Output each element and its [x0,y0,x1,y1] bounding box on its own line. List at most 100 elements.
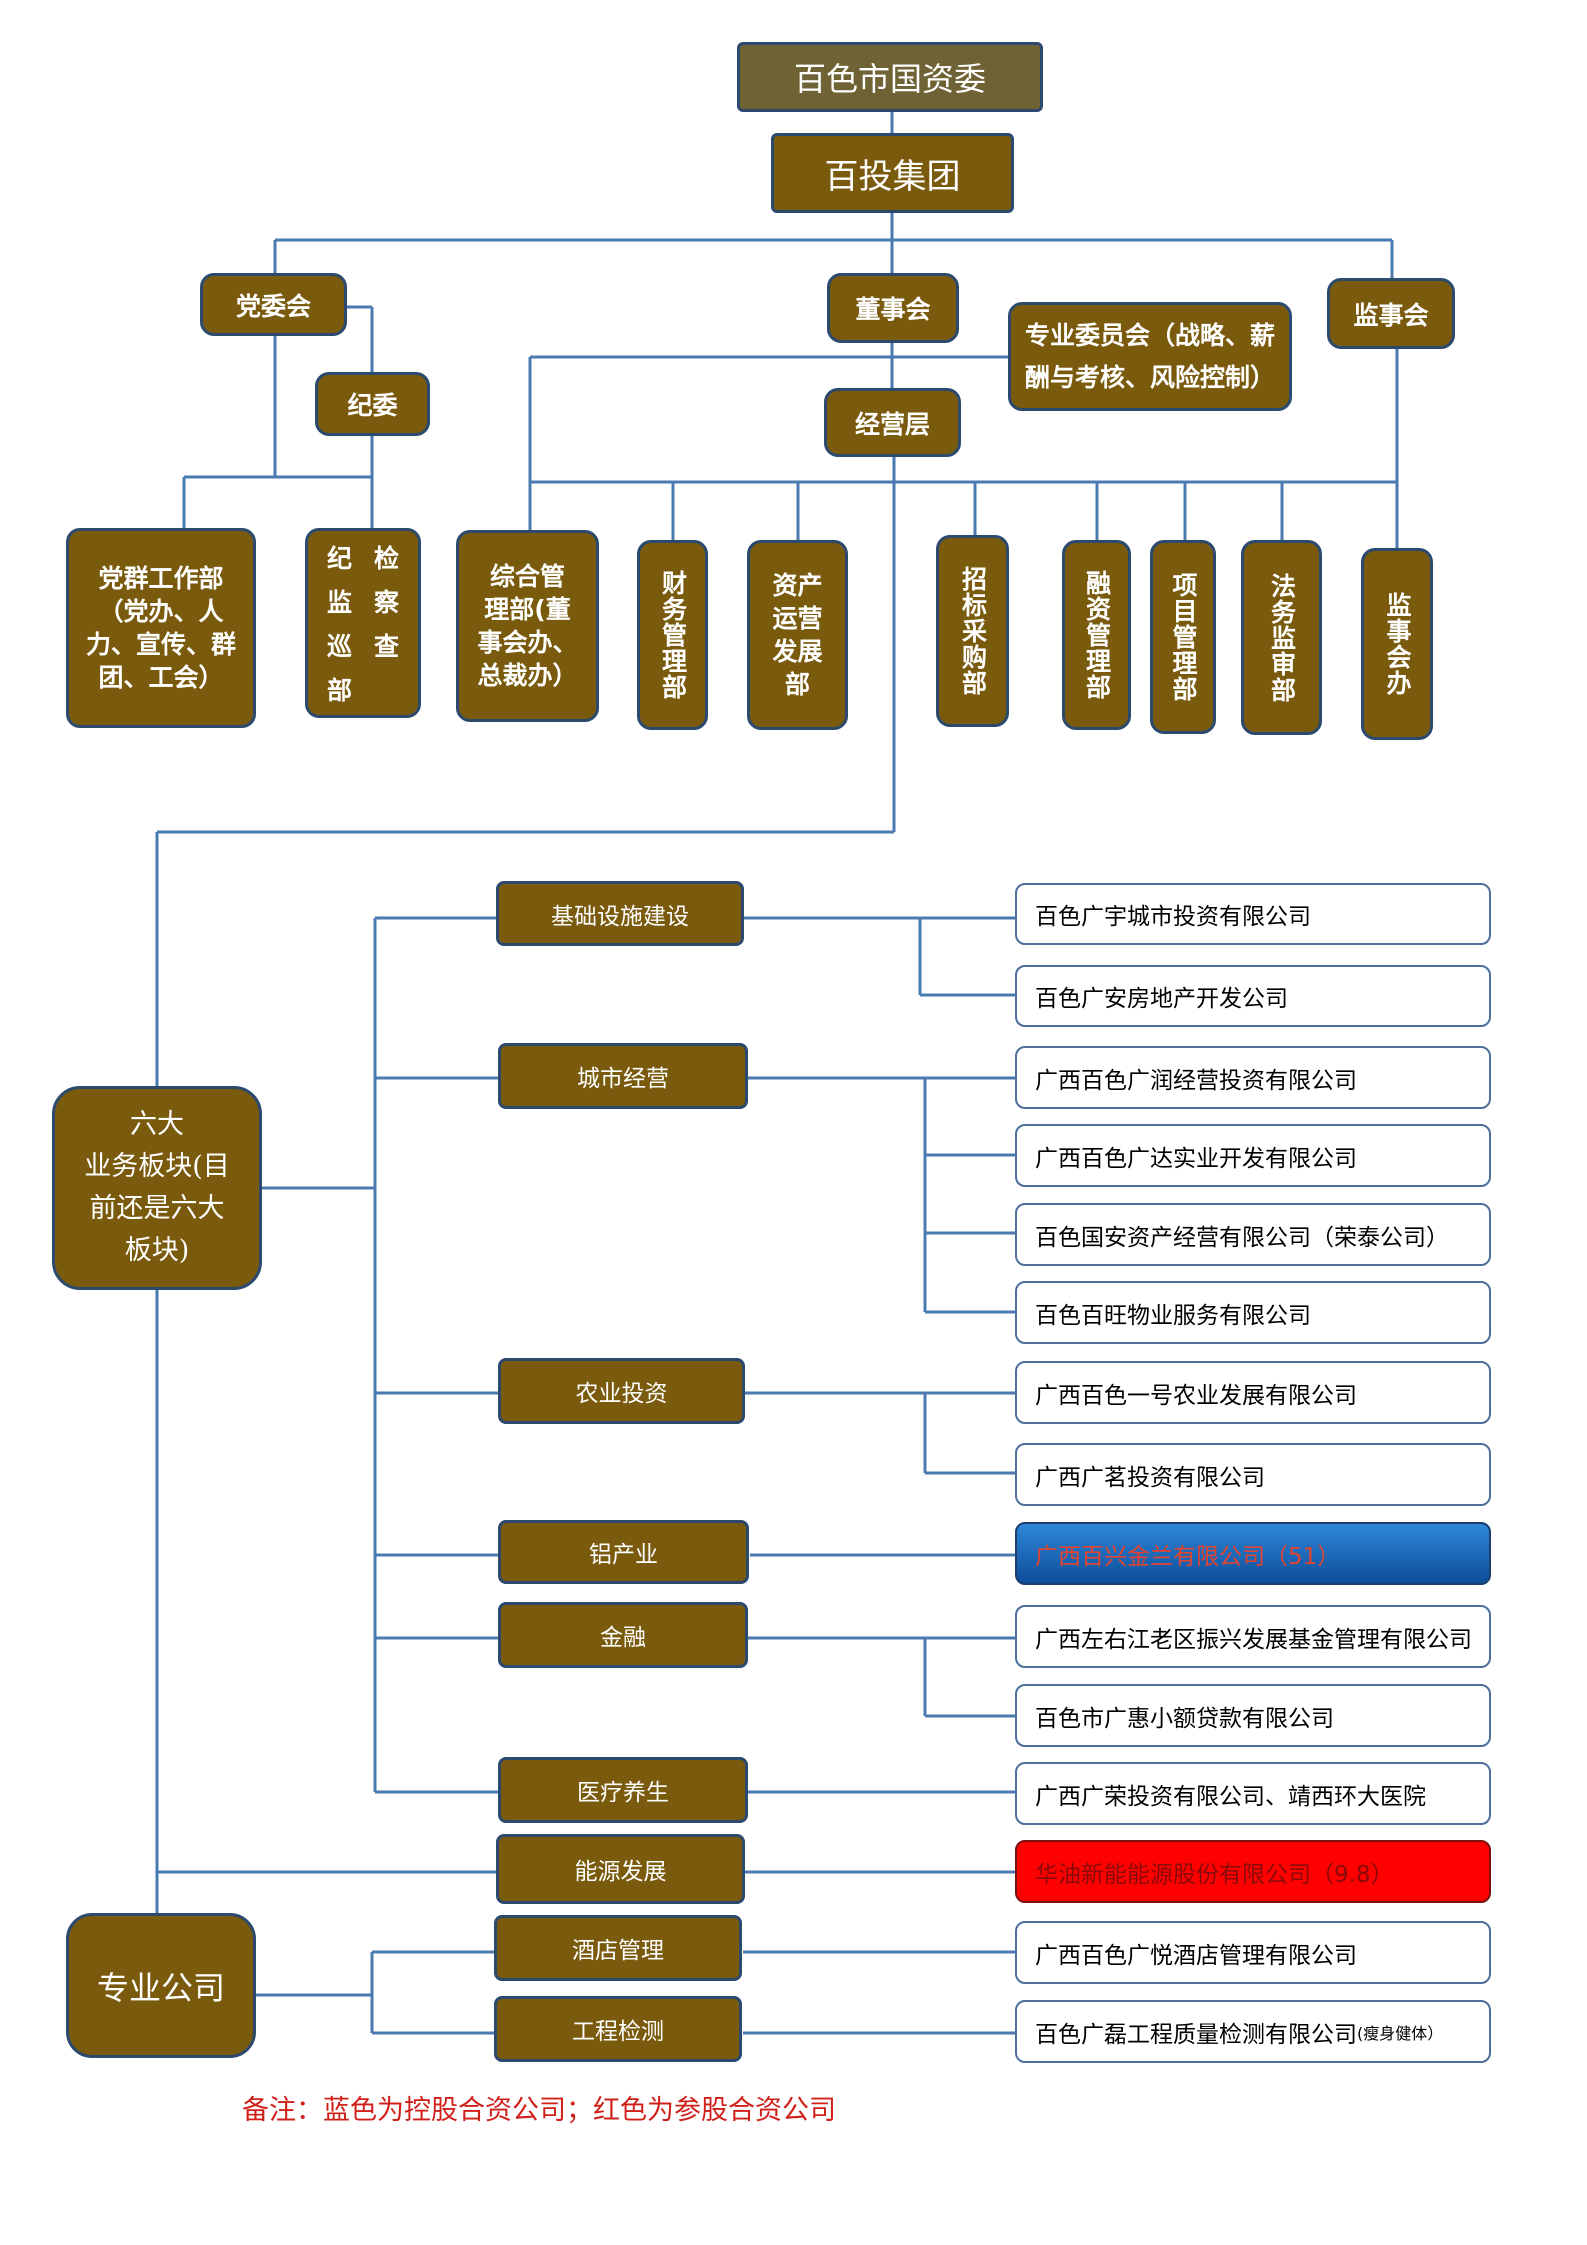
group-label: 百投集团 [824,156,961,197]
company-name: 广西左右江老区振兴发展基金管理有限公司 [1035,1626,1472,1653]
company-name: 广西百色广达实业开发有限公司 [1035,1145,1357,1172]
general-mgmt-line-1: 综合管 [489,562,565,591]
company-item[interactable]: 广西百色广悦酒店管理有限公司 [1015,1921,1491,1984]
segment-aluminum-label: 铝产业 [589,1542,658,1568]
supervisory-office-label: 监事会办 [1383,592,1412,696]
company-item[interactable]: 百色国安资产经营有限公司（荣泰公司） [1015,1203,1491,1266]
company-name: 百色百旺物业服务有限公司 [1035,1302,1311,1329]
discipline-dept-char-7: 部 [326,676,352,705]
company-item-controlling[interactable]: 广西百兴金兰有限公司（51） [1015,1522,1491,1585]
sasac-label: 百色市国资委 [793,60,986,98]
segment-energy[interactable]: 能源发展 [496,1834,745,1904]
discipline-dept-char-4: 察 [374,588,400,617]
management-label: 经营层 [854,409,930,439]
company-name: 百色国安资产经营有限公司（荣泰公司） [1035,1224,1449,1251]
party-committee-label: 党委会 [235,291,311,321]
project-dept-label: 项目管理部 [1169,572,1198,702]
segment-healthcare-label: 医疗养生 [577,1780,669,1806]
financing-dept-node[interactable]: 融资管理部 [1062,540,1131,730]
board-node[interactable]: 董事会 [827,273,959,343]
segment-infrastructure-label: 基础设施建设 [551,903,689,930]
discipline-dept-node[interactable]: 纪 检 监 察 巡 查 部 [305,528,421,718]
company-item[interactable]: 百色广磊工程质量检测有限公司(瘦身健体） [1015,2000,1491,2063]
company-name: 百色广宇城市投资有限公司 [1035,904,1311,930]
company-name: 广西百色一号农业发展有限公司 [1035,1382,1357,1409]
finance-dept-node[interactable]: 财务管理部 [637,540,708,730]
group-node[interactable]: 百投集团 [771,133,1014,213]
general-mgmt-line-4: 总裁办） [477,661,578,690]
party-work-dept-node[interactable]: 党群工作部 （党办、人 力、宣传、群 团、工会） [66,528,256,728]
segment-engineering[interactable]: 工程检测 [494,1996,742,2062]
discipline-dept-char-3: 监 [326,588,352,617]
general-mgmt-dept-node[interactable]: 综合管 理部(董 事会办、 总裁办） [456,530,599,722]
segment-hotel-label: 酒店管理 [572,1938,664,1964]
six-segments-node[interactable]: 六大 业务板块(目 前还是六大 板块) [52,1086,262,1290]
company-name: 广西百色广润经营投资有限公司 [1035,1067,1357,1094]
segment-healthcare[interactable]: 医疗养生 [498,1757,748,1823]
discipline-committee-label: 纪委 [347,391,398,420]
six-segments-line-3: 前还是六大 [89,1193,225,1224]
company-name: 百色市广惠小额贷款有限公司 [1035,1705,1334,1732]
segment-finance-label: 金融 [600,1625,646,1651]
company-item[interactable]: 广西百色广达实业开发有限公司 [1015,1124,1491,1187]
project-dept-node[interactable]: 项目管理部 [1150,540,1216,734]
company-name: 百色广安房地产开发公司 [1035,986,1288,1012]
management-node[interactable]: 经营层 [824,388,961,457]
segment-hotel[interactable]: 酒店管理 [494,1915,742,1981]
supervisory-board-node[interactable]: 监事会 [1327,278,1455,349]
company-item[interactable]: 百色百旺物业服务有限公司 [1015,1281,1491,1344]
professional-companies-node[interactable]: 专业公司 [66,1913,256,2058]
company-item[interactable]: 百色广安房地产开发公司 [1015,965,1491,1027]
segment-energy-label: 能源发展 [574,1859,667,1885]
segment-infrastructure[interactable]: 基础设施建设 [496,881,744,946]
company-item[interactable]: 百色广宇城市投资有限公司 [1015,883,1491,945]
segment-urban-ops-label: 城市经营 [577,1066,669,1092]
party-work-line-1: 党群工作部 [98,564,224,593]
party-committee-node[interactable]: 党委会 [200,273,347,336]
segment-aluminum[interactable]: 铝产业 [498,1520,749,1584]
procurement-dept-node[interactable]: 招标采购部 [936,535,1009,727]
finance-dept-label: 财务管理部 [658,570,688,700]
company-name: 广西广荣投资有限公司、靖西环大医院 [1035,1783,1426,1810]
discipline-dept-char-5: 巡 [326,632,352,661]
party-work-line-2: （党办、人 [98,597,224,626]
company-item[interactable]: 广西左右江老区振兴发展基金管理有限公司 [1015,1605,1491,1668]
financing-dept-label: 融资管理部 [1082,570,1112,700]
segment-agriculture-label: 农业投资 [575,1381,668,1407]
legal-audit-dept-label: 法务监审部 [1267,572,1297,703]
segment-agriculture[interactable]: 农业投资 [498,1358,745,1424]
asset-ops-dept-node[interactable]: 资产 运营 发展 部 [747,540,848,730]
discipline-dept-char-2: 检 [374,544,400,573]
segment-urban-ops[interactable]: 城市经营 [498,1043,748,1109]
legal-audit-dept-node[interactable]: 法务监审部 [1241,540,1322,735]
discipline-dept-char-6: 查 [374,632,400,661]
company-item[interactable]: 广西百色一号农业发展有限公司 [1015,1361,1491,1424]
legend-note: 备注：蓝色为控股合资公司；红色为参股合资公司 [242,2095,836,2126]
special-committees-line-2: 酬与考核、风险控制） [1024,362,1275,392]
asset-ops-line-4: 部 [784,670,810,699]
segment-finance[interactable]: 金融 [498,1602,748,1668]
party-work-line-4: 团、工会） [98,663,224,692]
segment-engineering-label: 工程检测 [572,2019,664,2045]
special-committees-node[interactable]: 专业委员会（战略、薪 酬与考核、风险控制） [1008,302,1292,411]
board-label: 董事会 [855,295,931,324]
company-item[interactable]: 百色市广惠小额贷款有限公司 [1015,1684,1491,1747]
company-name: 广西百色广悦酒店管理有限公司 [1035,1942,1357,1969]
professional-companies-label: 专业公司 [96,1968,225,2007]
company-item[interactable]: 广西百色广润经营投资有限公司 [1015,1046,1491,1109]
discipline-dept-char-1: 纪 [326,544,352,573]
company-item[interactable]: 广西广茗投资有限公司 [1015,1443,1491,1506]
general-mgmt-line-2: 理部(董 [484,595,571,624]
six-segments-line-1: 六大 [129,1109,184,1140]
supervisory-office-node[interactable]: 监事会办 [1361,548,1433,740]
sasac-node[interactable]: 百色市国资委 [737,42,1043,112]
special-committees-line-1: 专业委员会（战略、薪 [1024,320,1275,350]
discipline-committee-node[interactable]: 纪委 [315,372,430,436]
general-mgmt-line-3: 事会办、 [477,628,578,657]
company-item[interactable]: 广西广荣投资有限公司、靖西环大医院 [1015,1762,1491,1825]
asset-ops-line-2: 运营 [772,604,823,633]
asset-ops-line-3: 发展 [772,637,823,666]
company-item-participating[interactable]: 华油新能能源股份有限公司（9.8） [1015,1840,1491,1903]
six-segments-line-4: 板块) [124,1235,190,1266]
